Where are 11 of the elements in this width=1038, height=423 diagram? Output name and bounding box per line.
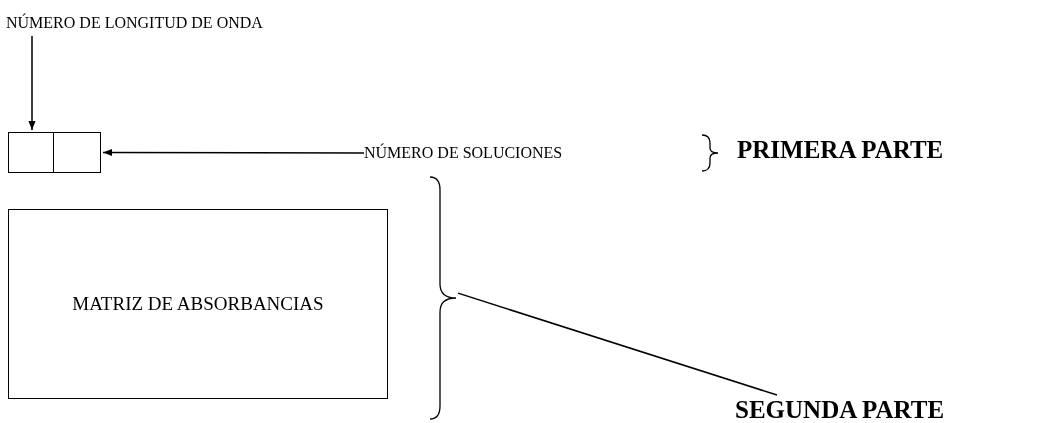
annotation-text: NÚMERO DE SOLUCIONES	[364, 144, 563, 162]
box-label: MATRIZ DE ABSORBANCIAS	[72, 293, 324, 315]
section-label: PRIMERA PARTE	[737, 136, 944, 164]
cell-box	[53, 132, 101, 173]
section-label: SEGUNDA PARTE	[735, 396, 945, 423]
cell-box	[8, 132, 54, 173]
leader-line	[457, 292, 778, 396]
arrow	[28, 35, 36, 131]
arrow	[102, 148, 365, 157]
matrix-box	[8, 209, 388, 399]
annotation-text: NÚMERO DE LONGITUD DE ONDA	[6, 14, 263, 32]
